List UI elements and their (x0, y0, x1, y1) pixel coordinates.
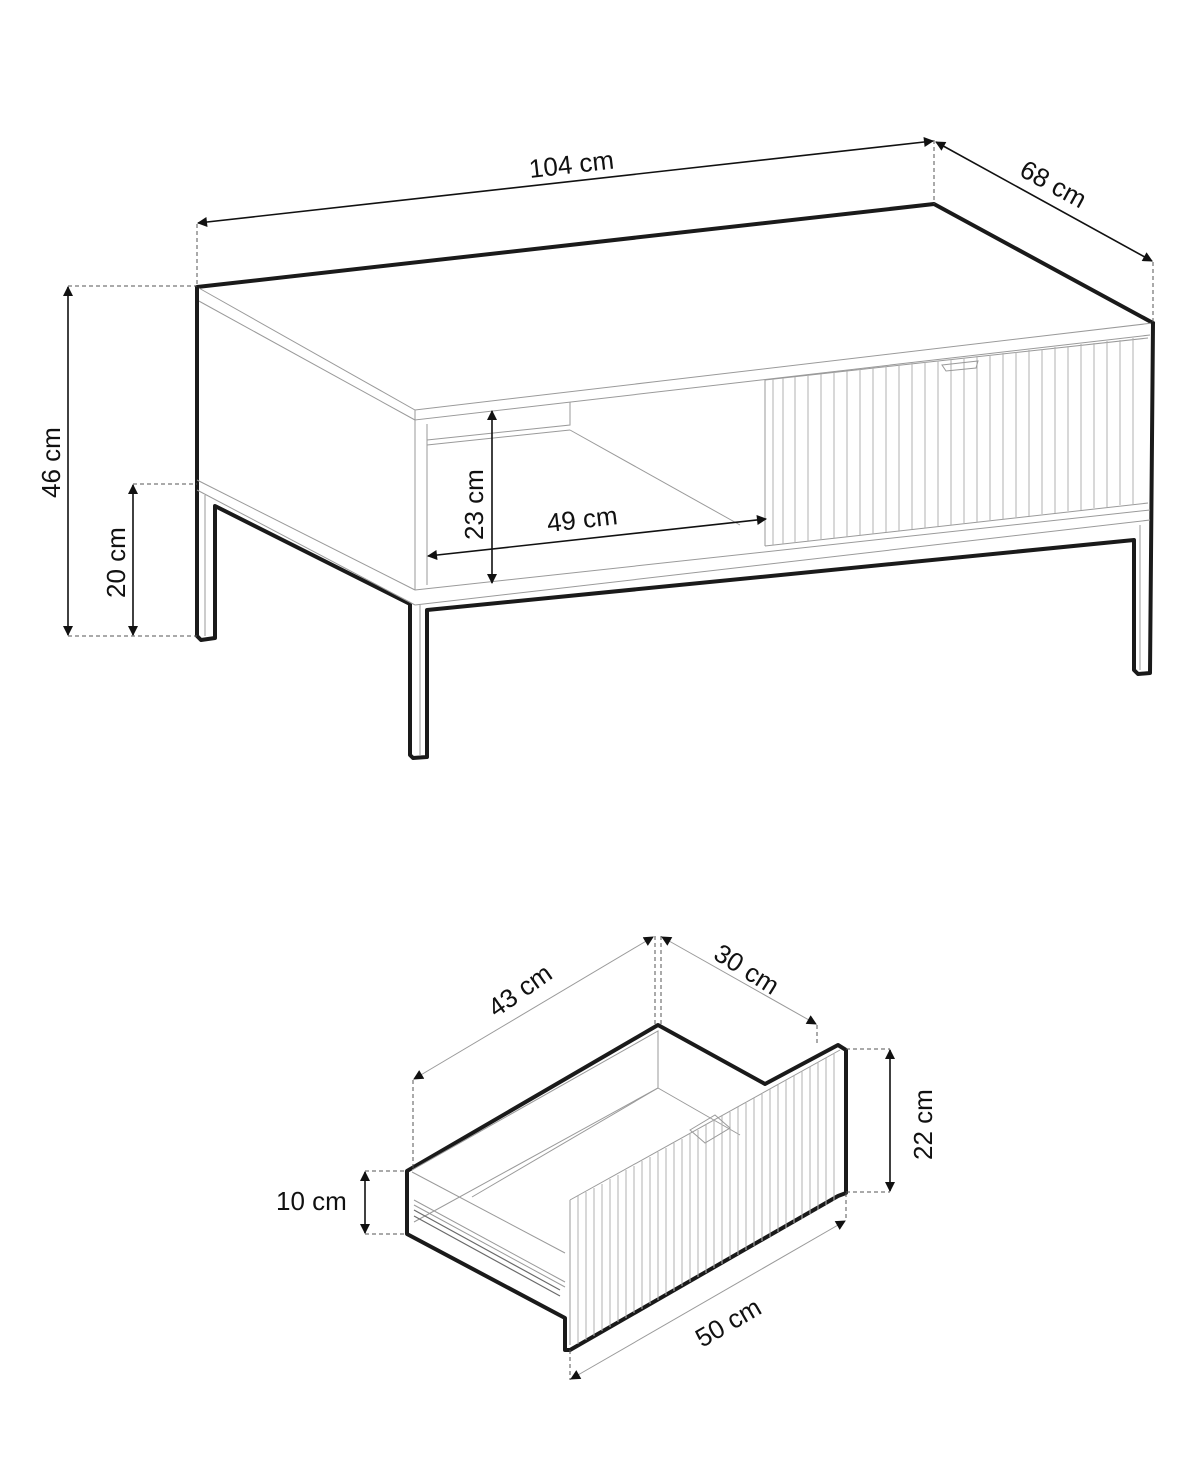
compartment-height-label: 23 cm (459, 469, 489, 540)
fluted-drawer-front (764, 337, 1149, 547)
drawer-front-height-label: 22 cm (908, 1089, 938, 1160)
leg-height-label: 20 cm (101, 527, 131, 598)
table-depth-label: 68 cm (1015, 154, 1092, 214)
drawer-front-flutes (577, 1053, 835, 1344)
drawer-front-width-label: 50 cm (690, 1292, 766, 1353)
table-drawing: 104 cm 68 cm 46 cm 20 cm 23 cm 49 cm (36, 137, 1155, 760)
drawer-drawing: 43 cm 30 cm 22 cm 10 cm 50 cm (276, 936, 938, 1380)
drawer-side-length-label: 43 cm (482, 958, 557, 1023)
drawer-side-height-label: 10 cm (276, 1186, 347, 1216)
drawer-back-width-label: 30 cm (709, 938, 785, 1001)
table-height-label: 46 cm (36, 427, 66, 498)
drawer-handle (941, 360, 979, 372)
drawer-rail (413, 1209, 561, 1297)
drawer-handle (689, 1114, 731, 1144)
compartment-width-label: 49 cm (545, 500, 619, 538)
